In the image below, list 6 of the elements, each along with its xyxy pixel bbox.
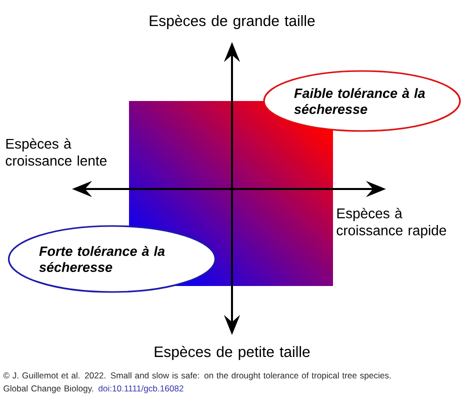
citation-text: © J. Guillemot et al. 2022. Small and slow is safe: on the drought tolerance of tropical tree species. Global Change Biology. doi:10.1111/gcb.16082 [3, 372, 391, 394]
axis-label: Espèces à croissance rapide [336, 208, 446, 238]
axis-label: Espèces de grande taille [150, 14, 315, 30]
node-label: Faible tolérance à la sécheresse [294, 88, 425, 114]
axis-label: Espèces à croissance lente [6, 138, 106, 166]
axis-label: Espèces de petite taille [154, 346, 310, 360]
